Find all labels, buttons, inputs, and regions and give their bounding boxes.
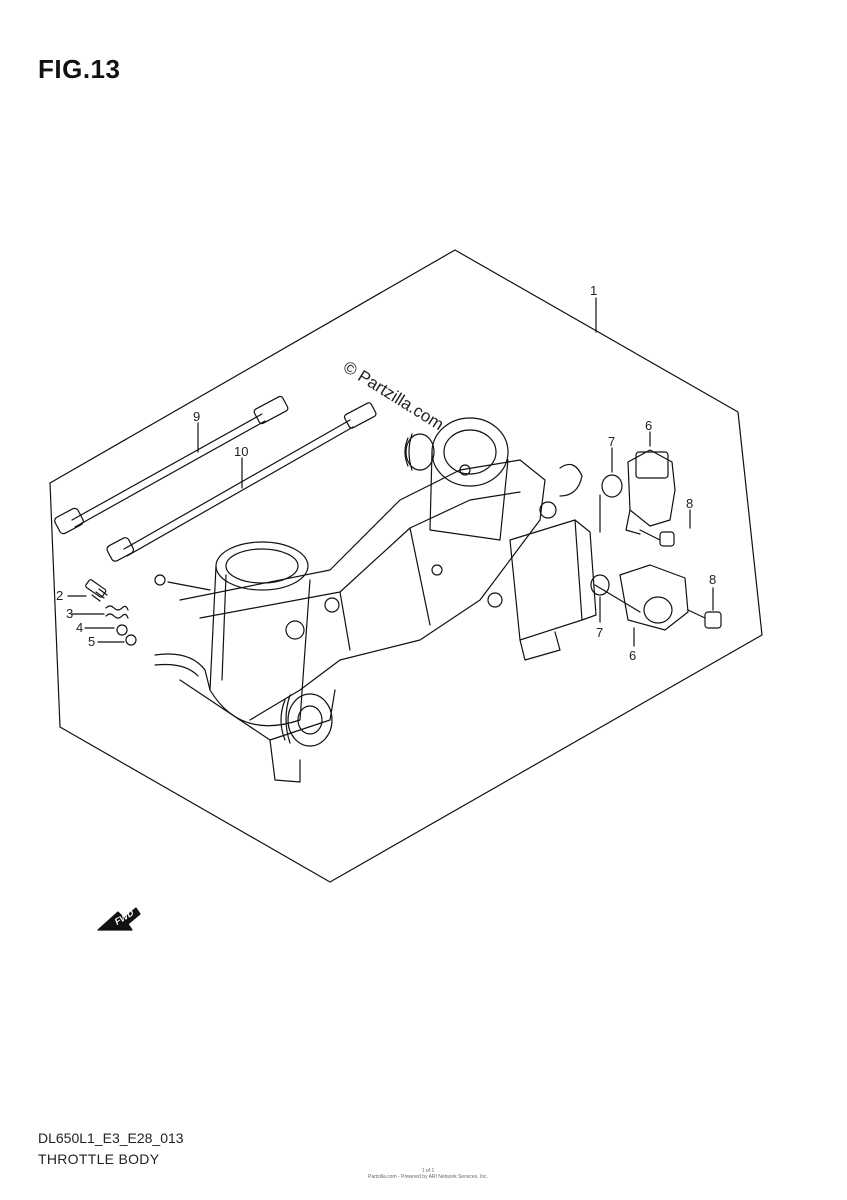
page-indicator: 1 of 1 (421, 1168, 435, 1174)
callout-1: 1 (590, 283, 597, 298)
cable-9 (54, 395, 289, 535)
oring-5 (97, 634, 137, 646)
callout-9: 9 (193, 409, 200, 424)
screw-2 (67, 579, 108, 602)
oring-7-upper (601, 447, 623, 498)
callout-10: 10 (234, 444, 248, 459)
forward-arrow-icon (97, 907, 141, 931)
throttle-body (154, 417, 641, 783)
callout-5: 5 (88, 634, 95, 649)
callout-8-lower: 8 (709, 572, 716, 587)
figure-title: FIG.13 (38, 54, 121, 84)
callout-6-upper: 6 (645, 418, 652, 433)
callout-2: 2 (56, 588, 63, 603)
diagram-code: DL650L1_E3_E28_013 (38, 1130, 184, 1146)
diagram-name: THROTTLE BODY (38, 1151, 160, 1167)
kit-boundary (49, 249, 763, 883)
callout-7-lower: 7 (596, 625, 603, 640)
callout-6-lower: 6 (629, 648, 636, 663)
spring-3 (71, 605, 129, 619)
footer-credit: 1 of 1 Partzilla.com - Powered by ARI Ne… (368, 1168, 488, 1180)
washer-4 (84, 624, 128, 636)
callout-8-upper: 8 (686, 496, 693, 511)
oring-7-lower (590, 574, 610, 623)
screw-8-lower (687, 587, 722, 629)
watermark: © Partzilla.com (340, 357, 447, 434)
credit-text: Partzilla.com - Powered by ARI Network S… (368, 1174, 489, 1180)
callout-7-upper: 7 (608, 434, 615, 449)
tp-sensor-6-upper (625, 431, 676, 535)
cable-10 (106, 402, 377, 562)
callout-3: 3 (66, 606, 73, 621)
callout-4: 4 (76, 620, 83, 635)
screw-8-upper (639, 509, 691, 547)
tp-sensor-6-lower (619, 564, 689, 647)
